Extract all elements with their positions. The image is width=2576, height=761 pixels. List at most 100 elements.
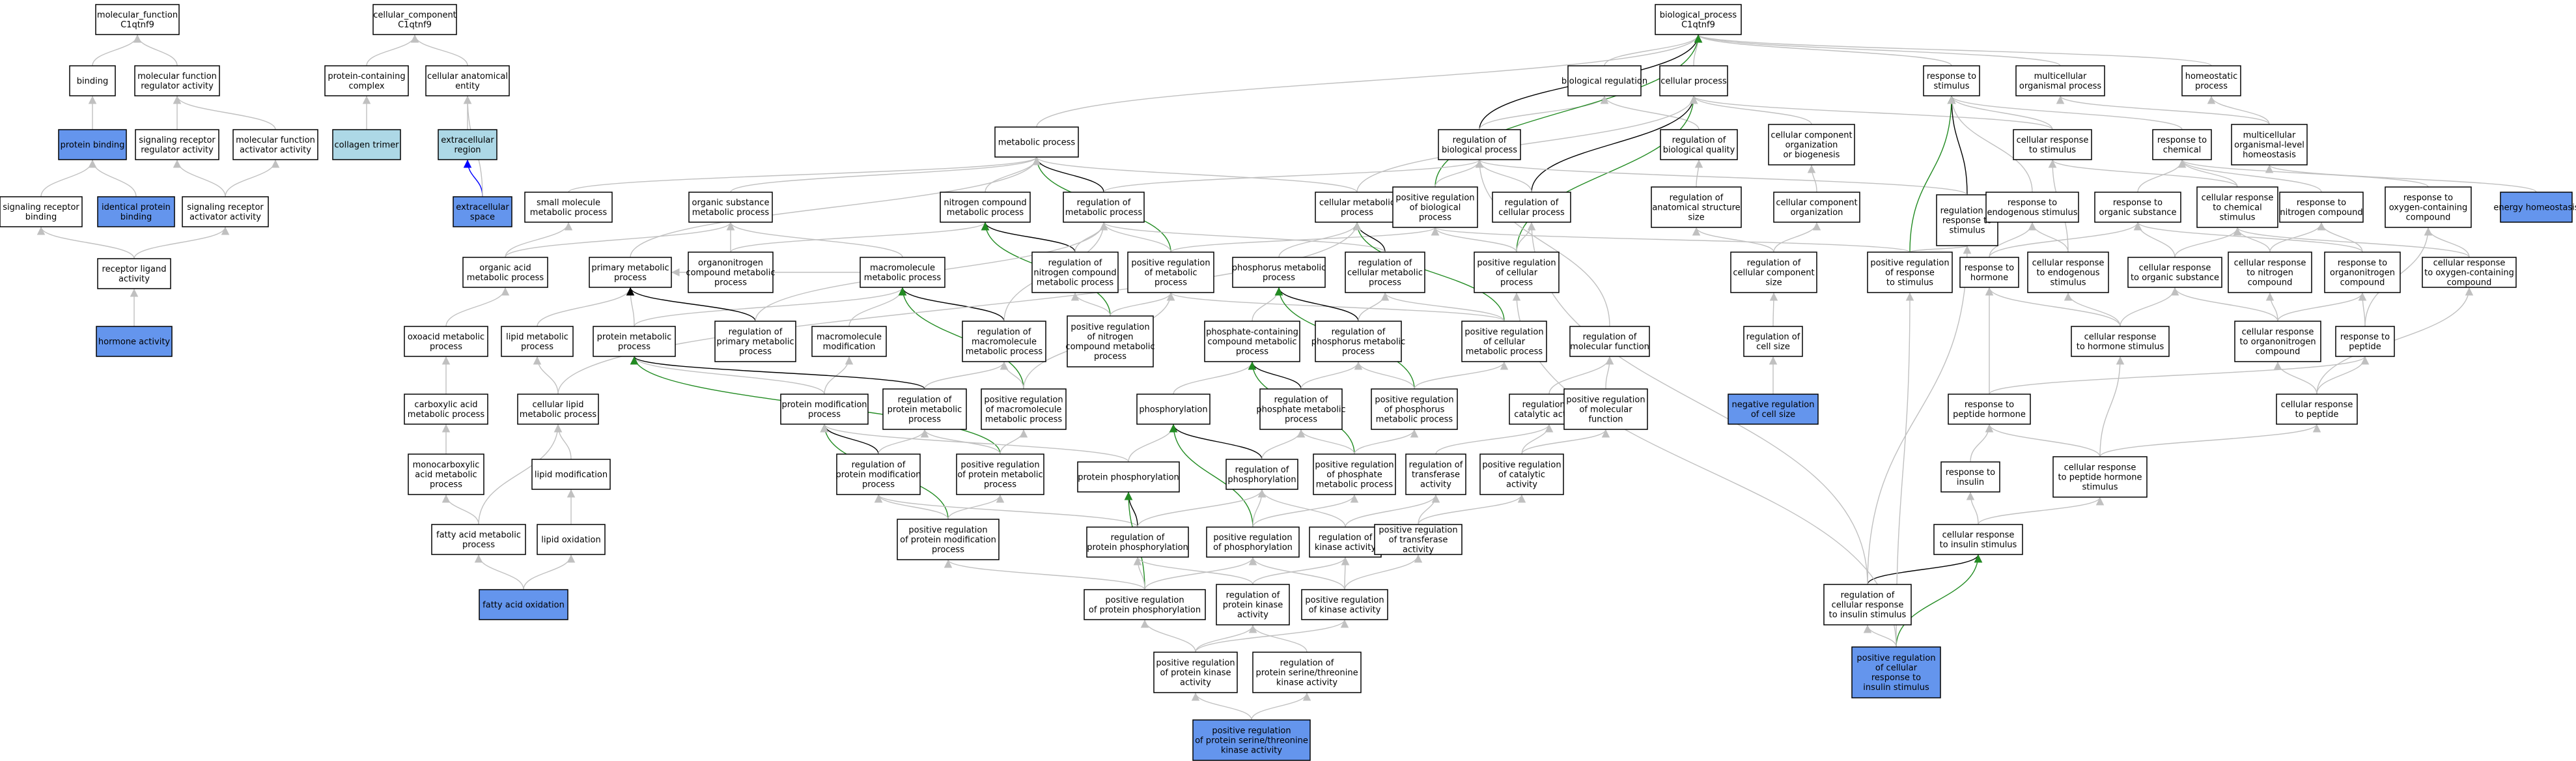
go-term-node-protein_binding[interactable]: protein binding: [58, 129, 127, 160]
go-term-node-metproc[interactable]: metabolic process: [994, 126, 1079, 158]
go-term-node-fao[interactable]: fatty acid oxidation: [479, 589, 568, 620]
go-term-node-binding[interactable]: binding: [69, 65, 116, 96]
go-term-node-lipox[interactable]: lipid oxidation: [537, 524, 606, 555]
go-term-node-lipmod[interactable]: lipid modification: [531, 459, 611, 490]
go-term-node-hormone_act[interactable]: hormone activity: [96, 326, 173, 357]
go-term-node-cellproc[interactable]: cellular process: [1659, 65, 1728, 96]
go-term-node-phos[interactable]: phosphorylation: [1136, 394, 1211, 425]
go-term-node-eh[interactable]: energy homeostasis: [2493, 192, 2576, 223]
go-term-node-bioreg[interactable]: biological regulation: [1561, 65, 1647, 96]
go-term-node-protphos[interactable]: protein phosphorylation: [1077, 461, 1180, 493]
